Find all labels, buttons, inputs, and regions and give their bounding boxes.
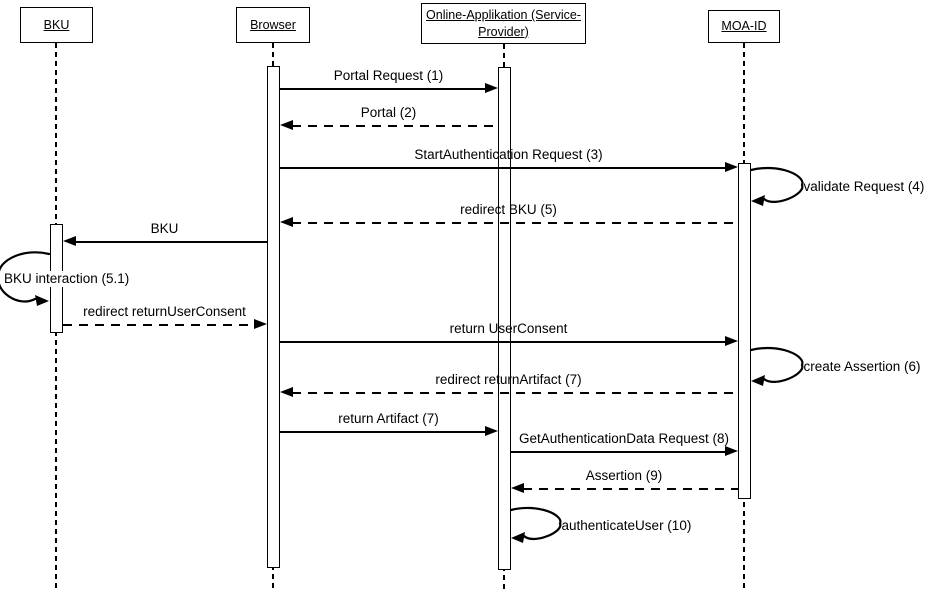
actor-label-moa_id: MOA-ID [721,19,767,34]
message-line [279,340,726,344]
message-label: Assertion (9) [585,468,663,483]
self-loop-path [749,166,803,203]
actor-label-bku: BKU [43,17,70,32]
self-loop-path [749,346,803,383]
message-label: BKU [150,221,179,236]
self-loop-path [509,506,561,541]
message-line [279,166,726,170]
message-line [74,240,267,244]
message-arrowhead-icon [279,119,293,130]
self-loop-moa_id [749,346,803,386]
message-label: redirect returnArtifact (7) [435,372,582,387]
activation-bar-moa_id [737,163,751,499]
message-arrowhead-icon [279,216,293,227]
message-label: return UserConsent [449,321,568,336]
self-loop-bku [0,251,50,306]
self-loop-arrowhead-icon [34,295,49,306]
activation-bar-browser [266,66,280,568]
message-line [291,221,738,225]
message-arrowhead-icon [253,318,267,329]
self-loop-moa_id [749,166,803,206]
message-arrowhead-icon [724,445,738,456]
message-label: return Artifact (7) [338,411,439,426]
message-line [62,323,255,327]
message-label: Portal (2) [360,105,417,120]
message-line [510,450,726,454]
message-line [291,391,738,395]
self-message-label: BKU interaction (5.1) [2,271,132,287]
message-arrowhead-icon [724,161,738,172]
actor-box-online_app: Online-Applikation (Service-Provider) [421,3,586,44]
self-loop-online_app [509,506,561,543]
message-line [279,430,486,434]
message-arrowhead-icon [279,386,293,397]
self-loop-path [0,251,50,303]
actor-label-browser: Browser [250,17,296,32]
self-loop-arrowhead-icon [750,375,765,386]
actor-box-moa_id: MOA-ID [708,10,780,43]
message-arrowhead-icon [62,235,76,246]
message-arrowhead-icon [510,482,524,493]
message-arrowhead-icon [484,425,498,436]
message-label: redirect returnUserConsent [83,304,246,319]
message-label: Portal Request (1) [333,68,444,83]
activation-bar-online_app [497,67,511,570]
message-arrowhead-icon [724,335,738,346]
self-loop-arrowhead-icon [510,532,525,543]
self-loop-arrowhead-icon [750,195,765,206]
actor-label-online_app: Online-Applikation (Service-Provider) [426,8,581,39]
message-label: redirect BKU (5) [460,202,557,217]
actor-box-browser: Browser [236,7,310,43]
message-line [279,87,486,91]
actor-box-bku: BKU [20,7,93,43]
message-line [522,487,738,491]
message-arrowhead-icon [484,82,498,93]
self-message-label: validate Request (4) [803,179,925,194]
message-label: GetAuthenticationData Request (8) [518,431,730,446]
self-message-label: authenticateUser (10) [561,517,692,533]
self-message-label: create Assertion (6) [803,359,921,374]
message-line [291,124,498,128]
message-label: StartAuthentication Request (3) [414,147,603,162]
